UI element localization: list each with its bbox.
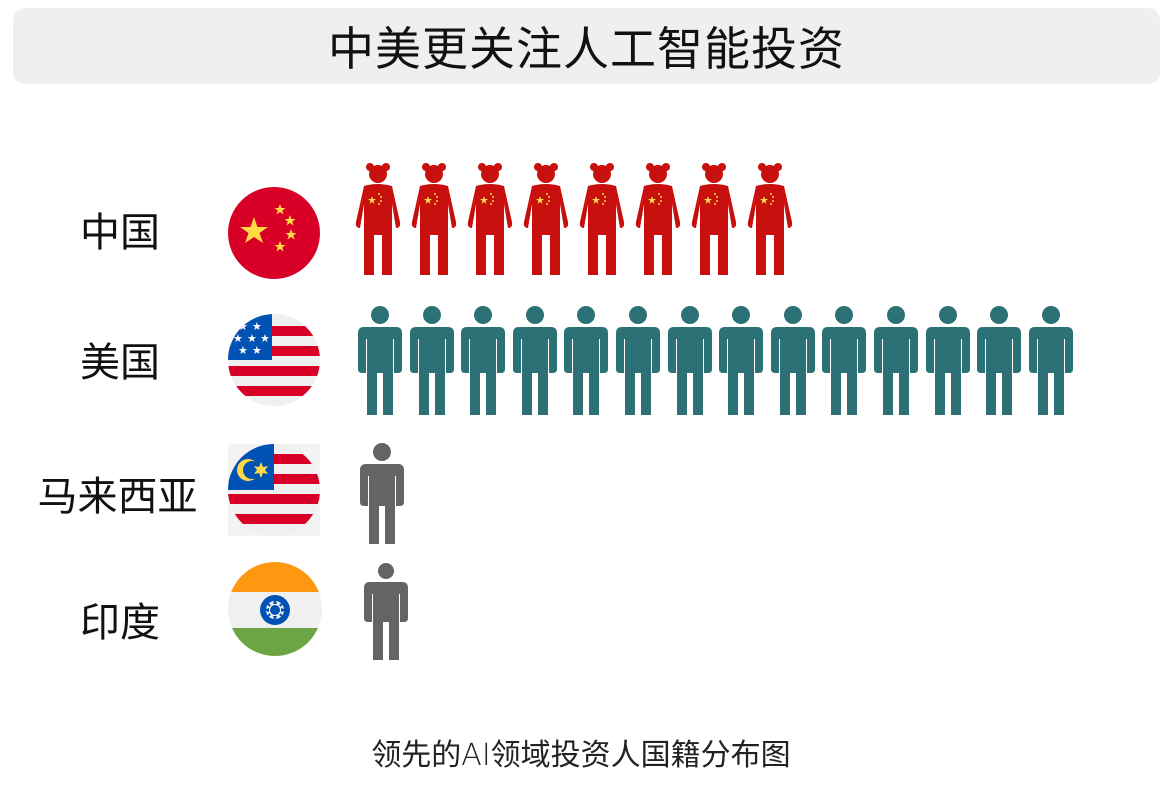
row-india: 印度 <box>0 560 1162 680</box>
person-icon <box>770 306 815 415</box>
svg-text:★: ★ <box>252 344 262 357</box>
person-icon <box>925 306 970 415</box>
person-icons-malaysia <box>356 442 412 546</box>
person-icon <box>360 443 404 544</box>
person-icon <box>512 306 557 415</box>
person-icon <box>667 306 712 415</box>
person-icon <box>461 306 506 415</box>
person-icon <box>1028 306 1073 415</box>
person-icon <box>615 306 660 415</box>
person-icons-china <box>352 160 800 280</box>
usa-flag-icon: ★★ ★★★ ★★ <box>228 314 320 406</box>
person-icon <box>409 306 454 415</box>
person-icon <box>822 306 867 415</box>
china-flag-icon <box>228 187 320 279</box>
svg-text:★: ★ <box>252 320 262 333</box>
person-icons-india <box>360 562 416 662</box>
person-icon <box>467 163 513 275</box>
person-icon <box>355 163 401 275</box>
malaysia-flag-icon <box>228 444 320 536</box>
title-banner: 中美更关注人工智能投资 <box>13 8 1160 84</box>
person-icon <box>364 563 408 660</box>
person-icon <box>691 163 737 275</box>
svg-text:★: ★ <box>238 344 248 357</box>
person-icon <box>719 306 764 415</box>
svg-text:★: ★ <box>247 332 257 345</box>
person-icon <box>523 163 569 275</box>
country-label: 中国 <box>80 210 160 256</box>
person-icon <box>635 163 681 275</box>
svg-text:★: ★ <box>233 332 243 345</box>
person-icon <box>579 163 625 275</box>
chart-title: 中美更关注人工智能投资 <box>328 22 845 76</box>
country-label: 马来西亚 <box>37 474 198 520</box>
person-icon <box>564 306 609 415</box>
row-china: 中国 <box>0 163 1162 285</box>
person-icon <box>977 306 1022 415</box>
person-icon <box>358 306 402 415</box>
india-flag-icon <box>228 562 322 656</box>
svg-text:★: ★ <box>238 320 248 333</box>
person-icon <box>747 163 793 275</box>
person-icon <box>411 163 457 275</box>
row-usa: 美国 ★★ ★★★ ★★ <box>0 300 1162 420</box>
country-label: 美国 <box>80 340 160 386</box>
person-icon <box>873 306 918 415</box>
person-icons-usa <box>356 305 1078 417</box>
chart-caption: 领先的AI领域投资人国籍分布图 <box>371 738 791 773</box>
row-malaysia: 马来西亚 <box>0 440 1162 560</box>
country-label: 印度 <box>80 600 160 646</box>
svg-text:★: ★ <box>260 332 270 345</box>
